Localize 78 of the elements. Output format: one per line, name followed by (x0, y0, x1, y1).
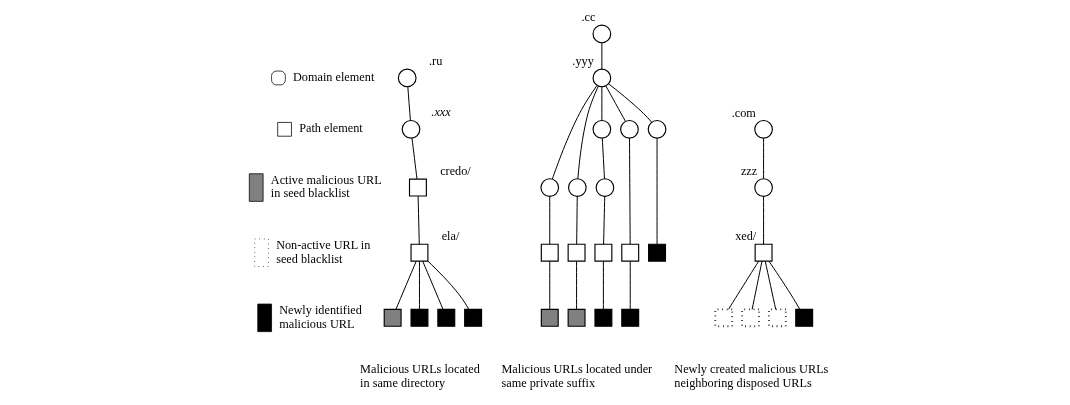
node-label: .com (731, 105, 756, 120)
legend-label: Non-active URL in seed blacklist (276, 237, 371, 266)
connector (763, 137, 765, 180)
node-circle (401, 119, 421, 139)
connector (577, 85, 599, 180)
connector (602, 260, 604, 310)
label: Malicious URLs located under same private suffix (501, 361, 653, 390)
node-circle (592, 24, 612, 44)
node-box (567, 308, 586, 327)
node-label: .yyy (572, 54, 594, 69)
label: Newly created malicious URLs neighboring disposed URLs (674, 361, 829, 390)
node-box (621, 243, 640, 262)
node-circle (567, 178, 587, 197)
connector (407, 86, 411, 121)
node-circle (754, 178, 773, 197)
node-circle (754, 119, 773, 139)
node-box (795, 308, 814, 327)
node-box (464, 308, 483, 327)
node-circle (592, 68, 612, 88)
connector (728, 260, 760, 310)
node-box (594, 308, 613, 327)
connector (576, 195, 578, 245)
node-circle (540, 178, 560, 197)
label: Malicious URLs located in same directory (360, 361, 480, 390)
connector (601, 137, 605, 180)
node-box (714, 308, 734, 328)
node-box (408, 178, 427, 197)
connector (411, 137, 418, 180)
connector (629, 137, 631, 245)
node-box (768, 308, 787, 328)
connector (764, 260, 777, 310)
node-box (437, 308, 456, 327)
connector (608, 83, 653, 123)
node-box (410, 308, 429, 327)
node-circle (620, 119, 639, 139)
node-circle (647, 119, 667, 139)
node-circle (397, 68, 417, 88)
connector (549, 260, 551, 310)
node-label: .ru (429, 54, 443, 69)
connector (549, 195, 551, 245)
connector (395, 260, 417, 310)
connector (422, 260, 444, 310)
node-box (754, 243, 773, 262)
connector (601, 42, 603, 70)
node-box (648, 243, 667, 262)
node-box (594, 243, 613, 262)
connector (417, 195, 420, 245)
node-box (567, 243, 586, 262)
node-label: ela/ (441, 229, 460, 244)
connector (601, 86, 603, 121)
connector (768, 260, 801, 310)
connector (751, 260, 763, 310)
node-box (383, 308, 402, 327)
connector (427, 260, 470, 310)
node-label: .xxx (431, 104, 451, 119)
node-label: credo/ (440, 164, 471, 179)
node-circle (595, 178, 615, 197)
legend-label: Active malicious URL in seed blacklist (270, 172, 382, 201)
connector (629, 260, 631, 310)
connector (656, 137, 658, 245)
connector (603, 195, 606, 245)
node-box (741, 308, 760, 328)
connector (605, 85, 626, 122)
node-label: xed/ (735, 229, 757, 244)
node-circle (592, 119, 612, 139)
node-box (410, 243, 429, 262)
legend-label: Domain element (293, 69, 375, 84)
legend-label: Path element (299, 121, 363, 136)
node-box (621, 308, 640, 327)
node-label: .cc (581, 10, 596, 25)
node-box (540, 308, 559, 327)
node-label: zzz (740, 163, 758, 178)
node-box (540, 243, 559, 262)
connector (418, 260, 420, 310)
connector (551, 84, 598, 180)
connector (576, 260, 578, 310)
legend-label: Newly identified malicious URL (279, 302, 362, 331)
connector (763, 195, 765, 245)
